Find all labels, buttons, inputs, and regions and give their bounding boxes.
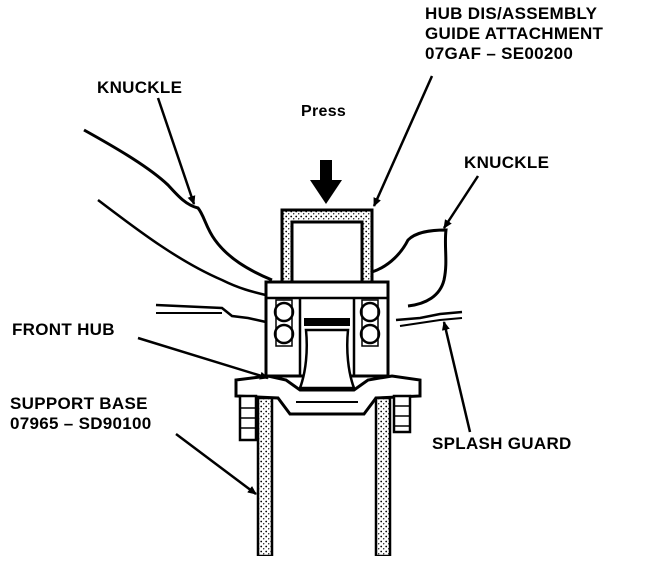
front-hub-flange <box>234 374 422 416</box>
leader-knuckle-right <box>442 175 480 229</box>
label-front-hub: FRONT HUB <box>12 320 115 339</box>
hub-bearing-assembly <box>264 280 390 390</box>
knuckle-left-outline <box>83 128 273 282</box>
label-knuckle-left: KNUCKLE <box>97 78 183 97</box>
label-knuckle-right: KNUCKLE <box>464 153 550 172</box>
press-arrow-icon <box>310 160 342 204</box>
label-splash-guard: SPLASH GUARD <box>432 434 572 453</box>
label-line: 07GAF – SE00200 <box>425 44 574 63</box>
leader-support-base <box>175 433 257 495</box>
support-base <box>256 396 392 558</box>
label-hub-dis-assembly-guide-attachment: HUB DIS/ASSEMBLY GUIDE ATTACHMENT 07GAF … <box>425 4 603 64</box>
label-line: SUPPORT BASE <box>10 394 148 413</box>
label-line: 07965 – SD90100 <box>10 414 152 433</box>
leader-knuckle-left <box>156 97 196 205</box>
wheel-stud-right <box>392 394 412 434</box>
knuckle-right-outline <box>371 228 448 308</box>
wheel-stud-left <box>238 394 258 442</box>
label-line: GUIDE ATTACHMENT <box>425 24 604 43</box>
splash-guard-plate <box>395 310 463 322</box>
label-line: HUB DIS/ASSEMBLY <box>425 4 598 23</box>
label-support-base: SUPPORT BASE 07965 – SD90100 <box>10 394 152 434</box>
leader-splash-guard <box>441 321 472 433</box>
leader-front-hub <box>137 336 269 380</box>
leader-hub-tool <box>372 75 434 207</box>
knuckle-left-flange <box>155 303 267 324</box>
label-press: Press <box>301 103 347 120</box>
knuckle-left-inner <box>97 199 271 298</box>
